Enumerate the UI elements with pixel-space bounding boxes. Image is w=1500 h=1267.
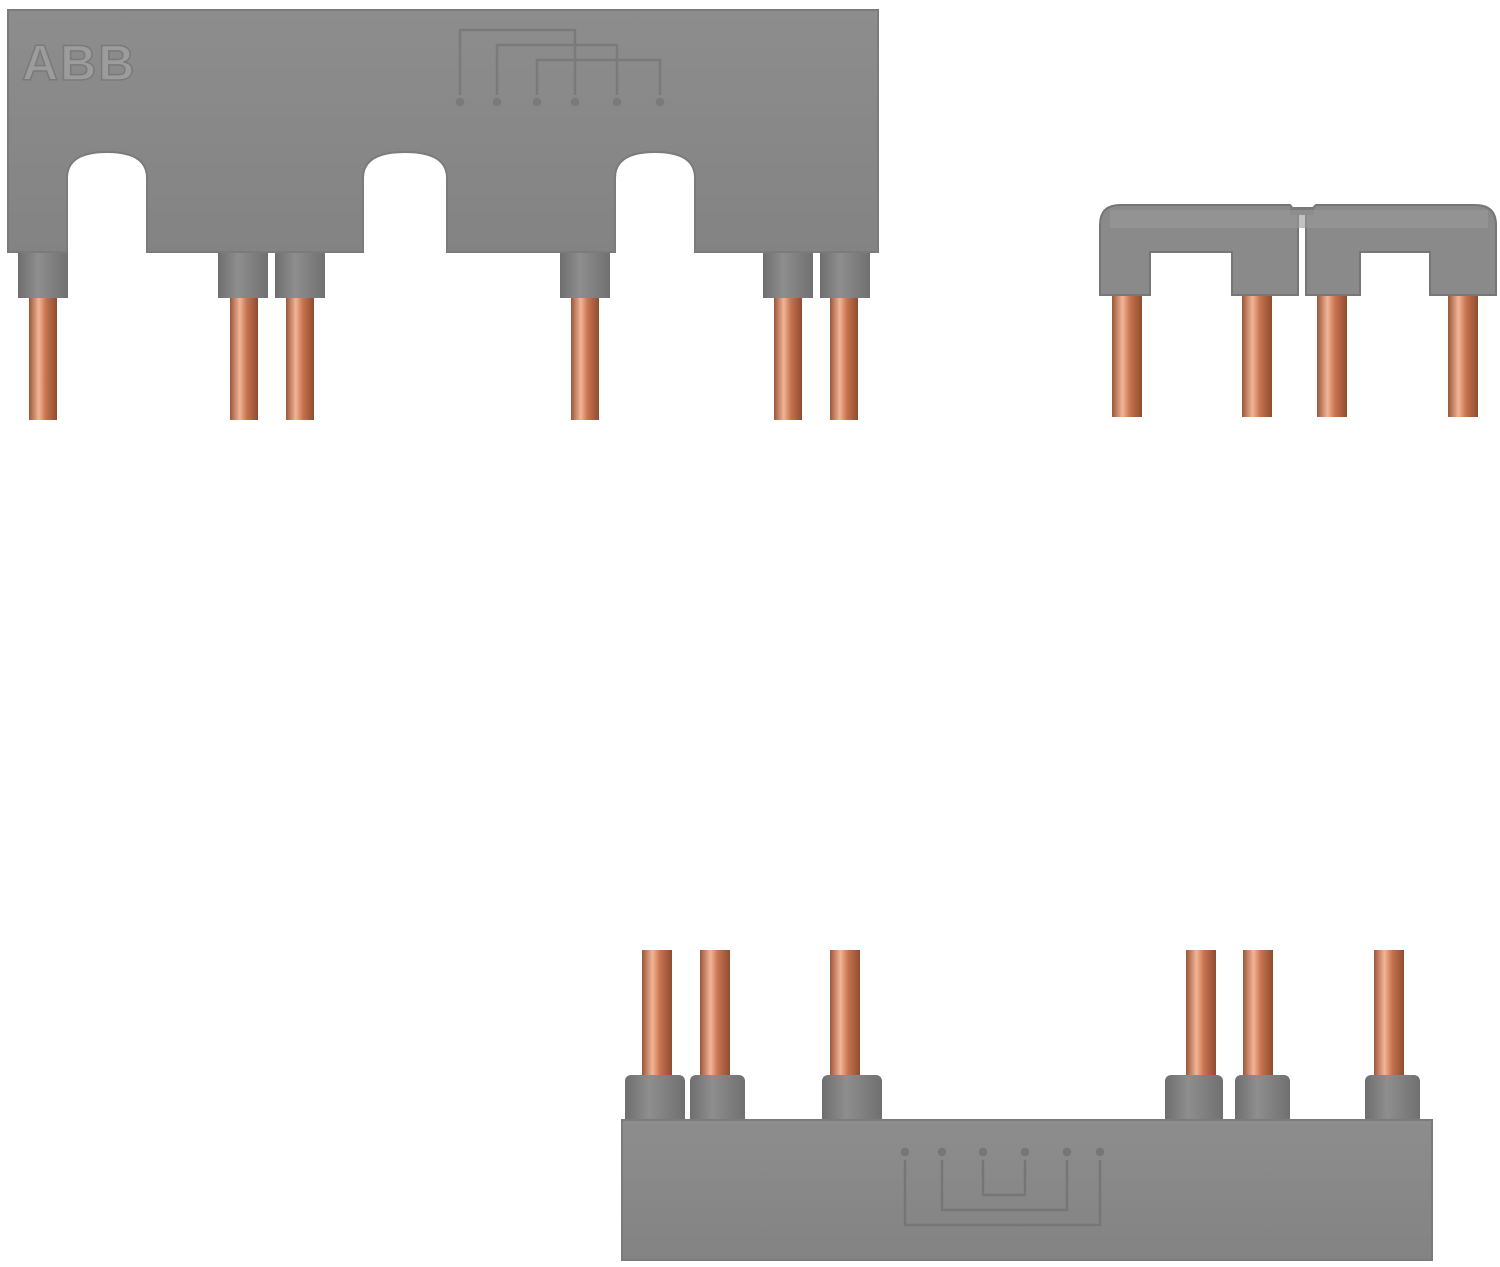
housing-bottom	[621, 1119, 1433, 1261]
pin-sleeve	[1235, 1075, 1290, 1125]
pin-sleeve	[763, 250, 813, 298]
pin-sleeve	[1165, 1075, 1223, 1125]
pin-sleeve	[560, 250, 610, 298]
auxiliary-link-small	[1099, 204, 1497, 417]
copper-pin	[1112, 285, 1142, 417]
mechanical-interlock-link-top: ABB	[7, 9, 879, 420]
copper-pin	[1317, 285, 1347, 417]
circuit-symbol-top	[455, 28, 665, 107]
pin-sleeve	[218, 250, 268, 298]
pin-sleeve	[1365, 1075, 1420, 1125]
pin-sleeve	[822, 1075, 882, 1125]
top-bevel	[1110, 210, 1488, 228]
circuit-symbol-bottom	[900, 1147, 1105, 1227]
pin-sleeve	[690, 1075, 745, 1125]
pin-sleeve	[18, 250, 68, 298]
mechanical-interlock-link-bottom	[621, 950, 1433, 1261]
copper-pins-small	[1112, 285, 1478, 417]
pin-sleeve	[275, 250, 325, 298]
brand-logo: ABB	[22, 35, 136, 91]
copper-pin	[1448, 285, 1478, 417]
pin-sleeve	[625, 1075, 685, 1125]
pin-sleeves-top	[18, 250, 870, 298]
pin-sleeves-bottom	[625, 1075, 1420, 1125]
pin-sleeve	[820, 250, 870, 298]
copper-pin	[1242, 285, 1272, 417]
